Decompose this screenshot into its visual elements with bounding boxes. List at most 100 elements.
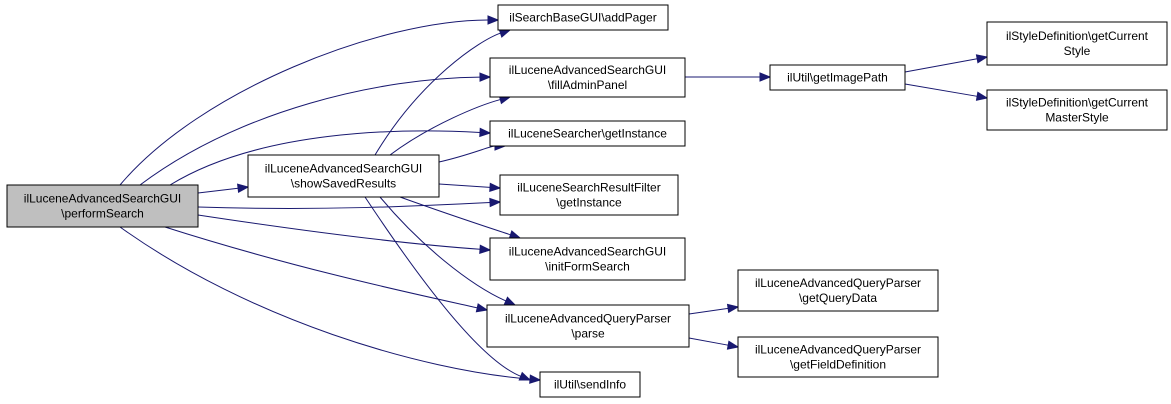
node-label-line: ilSearchBaseGUI\addPager [509, 11, 656, 25]
call-edge-fillAdmin-to-imagePath [685, 72, 772, 82]
arrowhead-icon [479, 244, 492, 254]
arrowhead-icon [759, 72, 772, 82]
node-imagePath[interactable]: ilUtil\getImagePath [769, 64, 906, 91]
call-edge-parse-to-fieldDef [688, 337, 740, 350]
node-label-line: \showSavedResults [291, 177, 396, 191]
node-box [986, 21, 1168, 66]
arrowhead-icon [489, 182, 502, 193]
call-edge-show-to-parse [379, 196, 517, 306]
node-filter[interactable]: ilLuceneSearchResultFilter\getInstance [499, 174, 679, 216]
arrowhead-icon [975, 54, 989, 64]
edge-line [399, 196, 511, 236]
node-box [489, 57, 686, 98]
call-edge-perform-to-fillAdmin [139, 72, 492, 186]
arrowhead-icon [475, 303, 489, 313]
node-perform[interactable]: ilLuceneAdvancedSearchGUI\performSearch [6, 184, 199, 228]
node-label-line: ilLuceneAdvancedSearchGUI [24, 192, 181, 206]
arrowhead-icon [237, 183, 250, 193]
node-label-line: ilLuceneAdvancedSearchGUI [265, 162, 422, 176]
edge-line [438, 145, 496, 163]
node-label-line: ilLuceneSearcher\getInstance [508, 127, 667, 141]
node-initForm[interactable]: ilLuceneAdvancedSearchGUI\initFormSearch [489, 237, 686, 281]
node-label-line: \parse [571, 327, 605, 341]
edge-line [379, 196, 507, 302]
arrowhead-icon [726, 303, 740, 314]
node-box [737, 336, 939, 378]
edge-line [197, 201, 491, 209]
node-box [497, 4, 669, 31]
node-label-line: \getInstance [556, 196, 622, 210]
call-edge-parse-to-queryData [688, 303, 740, 315]
call-edge-perform-to-addPager [119, 15, 500, 186]
node-label-line: ilLuceneAdvancedQueryParser [755, 276, 921, 290]
edge-line [197, 214, 481, 250]
node-label-line: \getQueryData [799, 291, 877, 305]
call-edge-imagePath-to-curMaster [904, 83, 989, 101]
edge-line [119, 19, 489, 186]
arrowhead-icon [529, 374, 542, 384]
node-box [489, 237, 686, 281]
edge-line [688, 307, 729, 315]
edge-line [119, 226, 531, 380]
call-edge-perform-to-initForm [197, 214, 492, 254]
node-box [499, 174, 679, 216]
arrowhead-icon [479, 72, 492, 82]
node-label-line: \performSearch [61, 207, 144, 221]
edge-line [139, 76, 481, 186]
node-label-line: \getFieldDefinition [790, 358, 886, 372]
call-edge-perform-to-sendInfo [119, 226, 542, 384]
node-box [737, 269, 939, 312]
arrowhead-icon [975, 91, 989, 101]
node-box [6, 184, 199, 228]
call-edge-perform-to-filter [197, 197, 502, 209]
edge-line [364, 196, 521, 377]
node-addPager[interactable]: ilSearchBaseGUI\addPager [497, 4, 669, 31]
node-box [247, 154, 440, 198]
node-box [986, 89, 1168, 131]
arrowhead-icon [503, 296, 517, 306]
node-box [486, 304, 690, 348]
edge-line [389, 99, 501, 156]
node-label-line: \initFormSearch [545, 260, 630, 274]
edge-line [904, 58, 978, 73]
edge-line [197, 187, 239, 194]
arrowhead-icon [479, 127, 492, 138]
node-label-line: ilStyleDefinition\getCurrent [1006, 96, 1149, 110]
node-label-line: ilUtil\getImagePath [787, 71, 888, 85]
arrowhead-icon [498, 28, 512, 38]
arrowhead-icon [518, 371, 532, 381]
node-label-line: ilLuceneAdvancedQueryParser [755, 343, 921, 357]
edge-line [904, 83, 978, 97]
call-edge-imagePath-to-curStyle [904, 54, 989, 73]
node-queryData[interactable]: ilLuceneAdvancedQueryParser\getQueryData [737, 269, 939, 312]
call-edge-show-to-filter [438, 182, 502, 193]
node-fillAdmin[interactable]: ilLuceneAdvancedSearchGUI\fillAdminPanel [489, 57, 686, 98]
call-edge-perform-to-show [197, 183, 250, 194]
arrowhead-icon [487, 15, 500, 25]
node-fieldDef[interactable]: ilLuceneAdvancedQueryParser\getFieldDefi… [737, 336, 939, 378]
node-label-line: ilLuceneAdvancedQueryParser [505, 312, 671, 326]
call-edge-perform-to-parse [164, 226, 489, 313]
node-box [489, 120, 686, 147]
edge-line [688, 337, 729, 346]
node-label-line: ilLuceneAdvancedSearchGUI [509, 63, 666, 77]
node-label-line: ilLuceneAdvancedSearchGUI [509, 245, 666, 259]
arrowhead-icon [508, 230, 522, 240]
node-label-line: ilLuceneSearchResultFilter [517, 181, 660, 195]
node-sendInfo[interactable]: ilUtil\sendInfo [539, 371, 641, 398]
node-label-line: Style [1064, 44, 1091, 58]
edge-line [374, 32, 501, 156]
call-edge-show-to-sendInfo [364, 196, 532, 381]
node-label-line: ilUtil\sendInfo [554, 378, 626, 392]
node-parse[interactable]: ilLuceneAdvancedQueryParser\parse [486, 304, 690, 348]
edge-line [169, 130, 481, 186]
node-show[interactable]: ilLuceneAdvancedSearchGUI\showSavedResul… [247, 154, 440, 198]
node-label-line: MasterStyle [1045, 111, 1109, 125]
arrowhead-icon [489, 197, 502, 208]
node-searcher[interactable]: ilLuceneSearcher\getInstance [489, 120, 686, 147]
node-box [769, 64, 906, 91]
edge-line [438, 183, 491, 188]
